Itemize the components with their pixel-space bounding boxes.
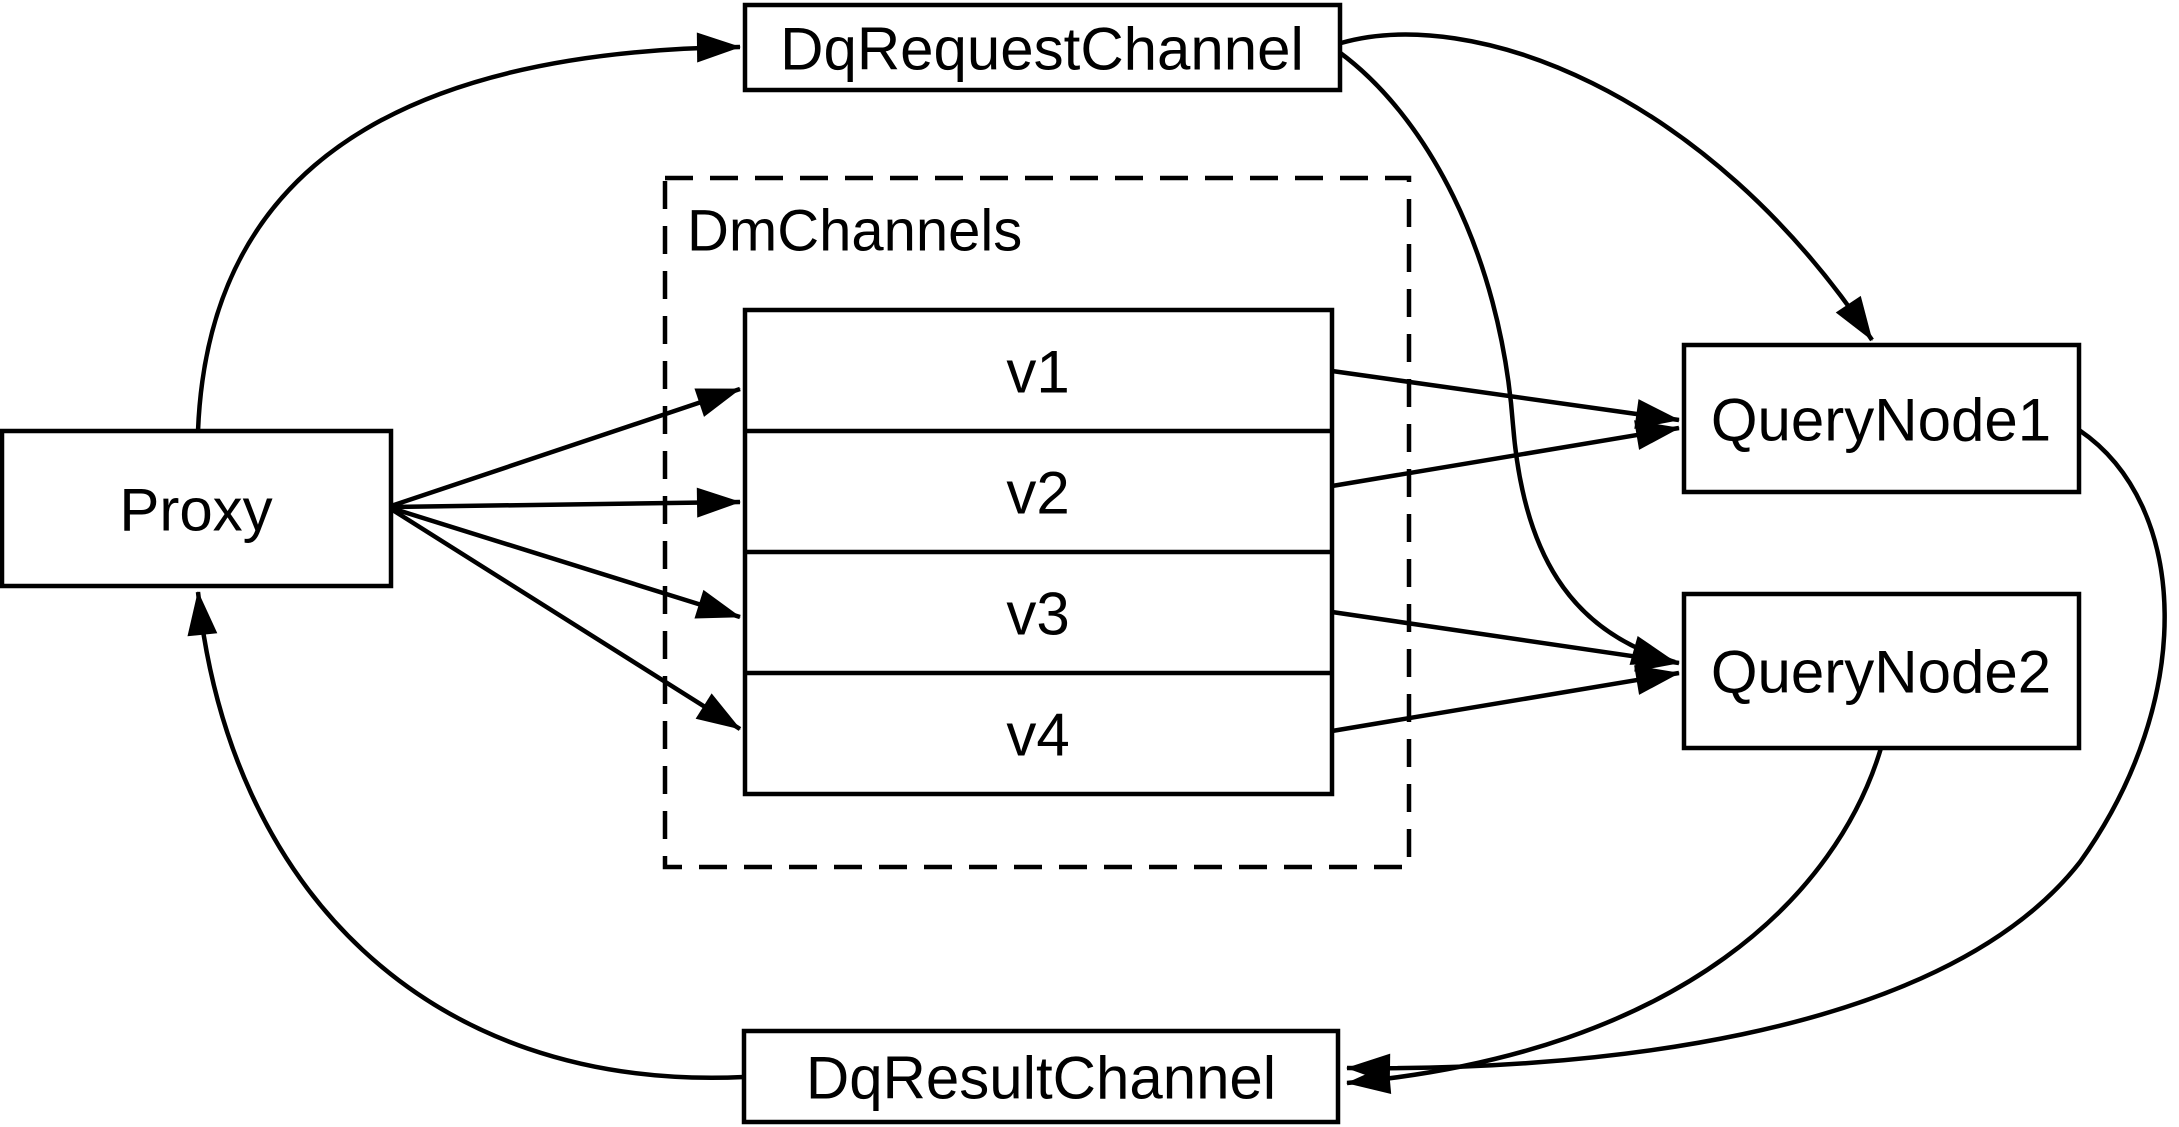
querynode1-label: QueryNode1 — [1711, 387, 2051, 454]
edge-dqrequestchannel-to-querynode1 — [1340, 32, 1874, 342]
dmchannels-group-label: DmChannels — [687, 199, 1022, 264]
edge-proxy-to-v3 — [390, 505, 741, 620]
edge-proxy-to-v1 — [390, 386, 741, 509]
edge-querynode2-to-dqresultchannel — [1346, 747, 1884, 1094]
querynode2-border — [1681, 591, 2082, 751]
querynode1-border — [1681, 342, 2082, 495]
group-dmchannels: DmChannels — [662, 175, 1412, 870]
dqresultchannel-label: DqResultChannel — [806, 1045, 1276, 1112]
edge-proxy-to-v4 — [389, 507, 742, 731]
node-querynode2: QueryNode2 — [1681, 591, 2082, 751]
edge-v1-to-querynode1 — [1331, 368, 1680, 429]
edge-proxy-to-dqrequestchannel — [195, 32, 741, 432]
node-querynode1: QueryNode1 — [1681, 342, 2082, 495]
dmchannels-group-border — [662, 175, 1412, 870]
edge-querynode1-to-dqresultchannel — [1346, 428, 2167, 1084]
channel-v1-label: v1 — [1006, 339, 1069, 406]
querynode2-label: QueryNode2 — [1711, 639, 2051, 706]
dqrequestchannel-border — [742, 2, 1343, 93]
node-channel-stack: v1 v2 v3 v4 — [742, 307, 1335, 797]
edge-v4-to-querynode2 — [1331, 665, 1680, 734]
edge-dqresultchannel-to-proxy — [187, 591, 745, 1081]
proxy-border — [0, 428, 394, 589]
edge-v3-to-querynode2 — [1331, 609, 1680, 672]
edge-dqrequestchannel-to-querynode2 — [1337, 50, 1676, 665]
channel-v3-label: v3 — [1006, 581, 1069, 648]
proxy-label: Proxy — [119, 477, 272, 544]
node-dqresultchannel: DqResultChannel — [741, 1028, 1341, 1125]
node-proxy: Proxy — [0, 428, 394, 589]
dqrequestchannel-label: DqRequestChannel — [780, 16, 1304, 83]
edge-proxy-to-v2 — [390, 487, 741, 518]
edges-layer — [187, 32, 2167, 1094]
dqresultchannel-border — [741, 1028, 1341, 1125]
node-dqrequestchannel: DqRequestChannel — [742, 2, 1343, 93]
edge-v2-to-querynode1 — [1331, 420, 1680, 489]
channel-v2-label: v2 — [1006, 460, 1069, 527]
channel-v4-label: v4 — [1006, 702, 1069, 769]
